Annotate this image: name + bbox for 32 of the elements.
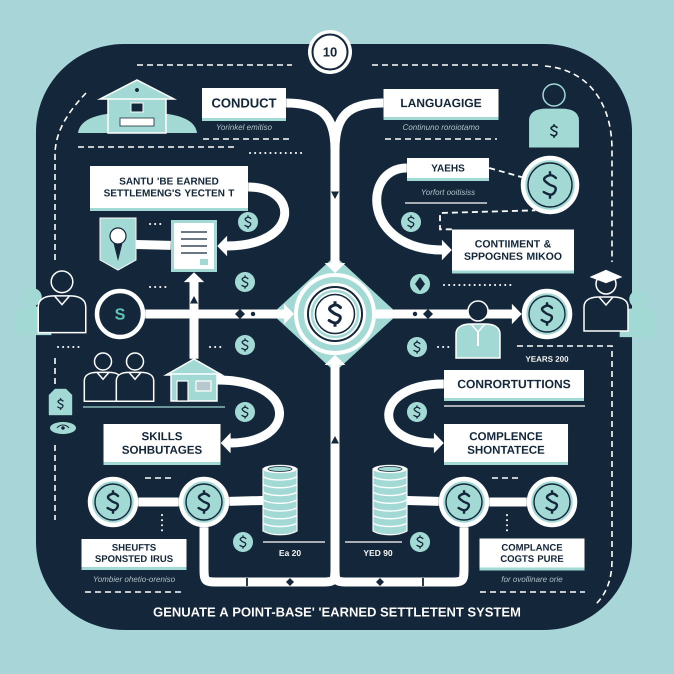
- connector: [136, 240, 171, 250]
- coin-stack: [372, 464, 408, 536]
- map-pin-icon: [100, 218, 136, 271]
- connector: [407, 496, 439, 506]
- caption: GENUATE A POINT-BASE' 'EARNED SETTLETENT SYSTEM: [154, 607, 520, 617]
- dashed-connector: [488, 167, 522, 178]
- text-box: CONRORTUTTIONS: [444, 370, 584, 401]
- text-box: LANGUAGIGE: [384, 89, 498, 120]
- text-box: SANTU 'BE EARNED SETTLEMENG'S YECTEN T: [90, 166, 248, 211]
- dashed-connector: [439, 209, 536, 230]
- text-box: COMPLANCE COGTS PURE: [480, 538, 584, 570]
- description-text: Yorinkel emitiso: [216, 124, 272, 130]
- connector: [489, 498, 527, 506]
- text-box: SHEUFTS SPONSTED IRUS: [82, 539, 186, 570]
- description-text: Continuno roroiotamo: [402, 124, 480, 130]
- coin-stack: [262, 464, 298, 536]
- text-box: YAEHS: [407, 158, 489, 181]
- label: YEARS 200: [526, 356, 568, 362]
- label: Ea 20: [279, 550, 301, 556]
- arrow: [216, 376, 284, 454]
- description-text: for ovollinare orie: [502, 576, 562, 582]
- text-box: COMPLENCE SHONTATECE: [444, 424, 568, 465]
- text-box: CONDUCT: [202, 88, 286, 121]
- connector: [229, 496, 263, 506]
- connector: [138, 498, 179, 506]
- text-box: CONTIIMENT & SPPOGNES MIKOO: [452, 230, 574, 274]
- document-icon: [171, 220, 217, 272]
- label: YED 90: [364, 550, 392, 556]
- coin-circle: [294, 273, 376, 355]
- description-text: Yombier ohetio-oreniso: [94, 576, 175, 582]
- text-box: SKILLS SOHBUTAGES: [104, 424, 220, 465]
- description-text: Yorfort ooitisiss: [422, 189, 475, 195]
